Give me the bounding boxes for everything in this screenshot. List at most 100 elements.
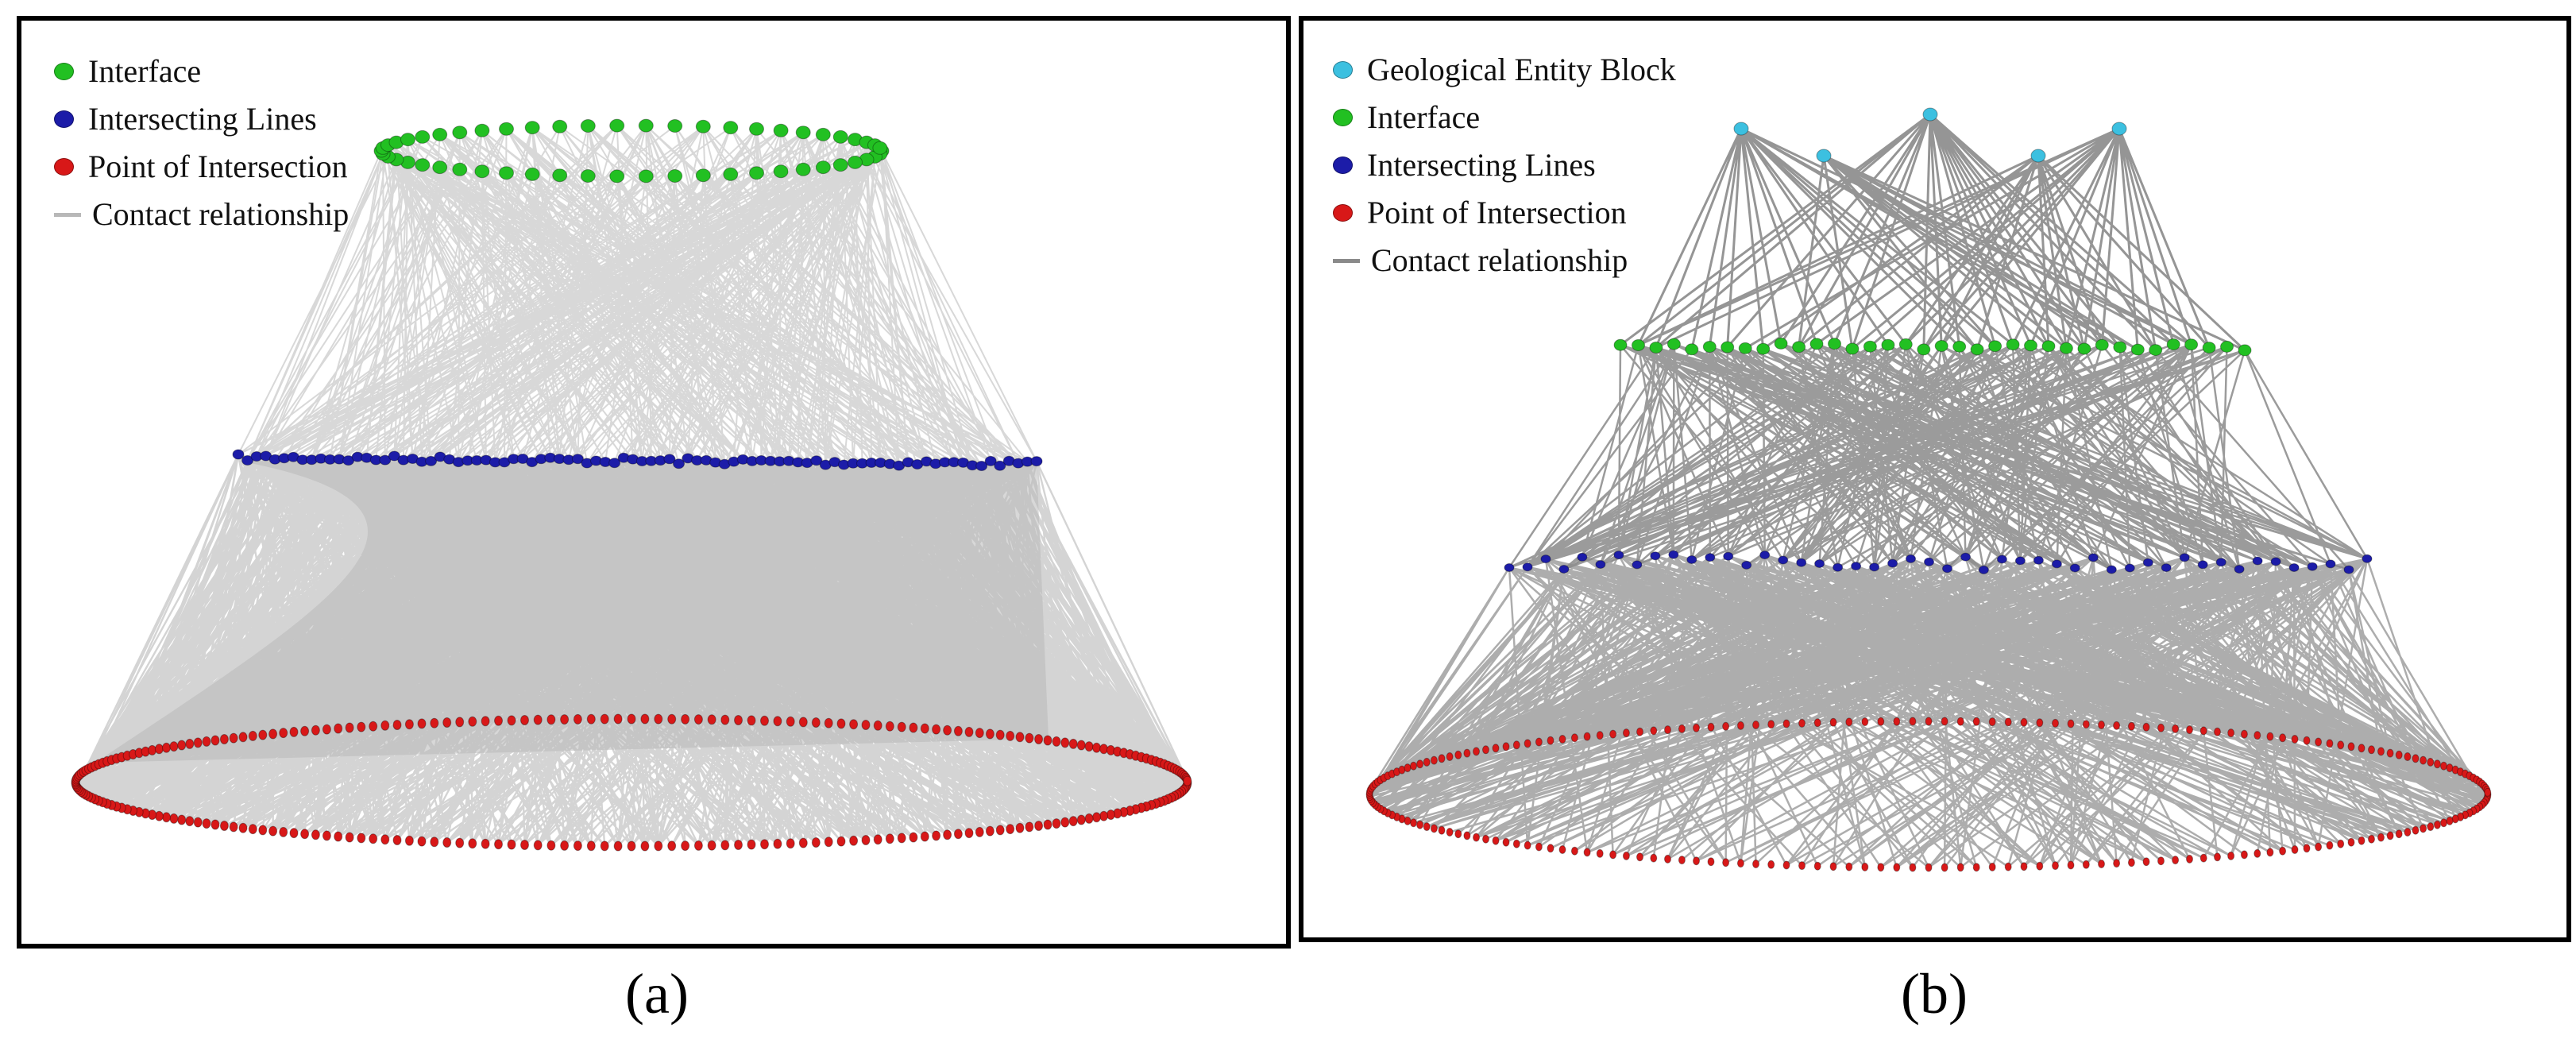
edge-density-fill [95, 461, 1049, 763]
intersecting-line-node [1632, 560, 1643, 570]
intersecting-line-node [2307, 562, 2318, 571]
intersecting-line-node [2142, 558, 2153, 567]
point-of-intersection-node [1583, 732, 1591, 741]
interface-node [452, 126, 468, 140]
point-of-intersection-node [734, 840, 743, 850]
point-of-intersection-node [1767, 720, 1775, 729]
interface-node [1970, 343, 1984, 356]
point-of-intersection-node [640, 840, 650, 852]
point-of-intersection-node [202, 818, 211, 829]
point-of-intersection-node [1034, 734, 1044, 744]
point-of-intersection-node [2386, 748, 2394, 758]
point-of-intersection-node [667, 713, 677, 724]
point-of-intersection-node [2052, 718, 2059, 728]
interface-node [773, 164, 789, 179]
intersecting-line-node [2161, 563, 2172, 573]
point-of-intersection-node [932, 724, 941, 735]
point-of-intersection-node [468, 716, 477, 727]
point-of-intersection-node [897, 721, 906, 732]
point-of-intersection-node [1025, 732, 1034, 744]
point-of-intersection-node [392, 720, 402, 730]
point-of-intersection-node [546, 714, 556, 725]
point-of-intersection-node [380, 834, 390, 845]
point-of-intersection-node [1570, 733, 1578, 743]
intersecting-line-node [1978, 565, 1989, 574]
interface-node [1898, 338, 1913, 350]
point-of-intersection-node [494, 839, 503, 850]
point-of-intersection-node [1925, 863, 1933, 872]
point-of-intersection-node [1596, 848, 1604, 858]
legend-item-point-of-intersection: Point of Intersection [54, 143, 349, 191]
point-of-intersection-node [1547, 844, 1554, 853]
point-of-intersection-node [586, 840, 596, 852]
point-of-intersection-node [773, 716, 782, 727]
intersecting-line-node [2325, 559, 2336, 569]
interface-node [1613, 338, 1628, 351]
point-of-intersection-node [995, 729, 1005, 740]
point-of-intersection-node [897, 833, 906, 844]
point-of-intersection-node [1941, 863, 1948, 872]
point-of-intersection-node [311, 829, 320, 840]
intersecting-line-node [388, 450, 400, 462]
intersecting-line-node [994, 460, 1006, 471]
intersecting-line-node [2069, 563, 2080, 573]
point-of-intersection-node [334, 831, 343, 842]
point-of-intersection-node [520, 715, 529, 725]
point-of-intersection-node [2020, 862, 2028, 871]
point-of-intersection-node [1678, 724, 1686, 733]
point-of-intersection-node [1664, 854, 1671, 864]
interface-node [815, 127, 831, 141]
interface-node [795, 162, 811, 176]
intersecting-line-node [1650, 551, 1661, 561]
point-of-intersection-node [1782, 719, 1790, 728]
intersecting-line-node [2288, 563, 2300, 572]
point-of-intersection-node [2291, 845, 2299, 854]
point-of-intersection-node [238, 822, 248, 833]
point-of-intersection-node [613, 713, 623, 724]
legend-label: Point of Intersection [1367, 195, 1627, 230]
point-of-intersection-node [2412, 825, 2420, 835]
point-of-intersection-node [2240, 729, 2248, 739]
point-of-intersection-node [279, 826, 288, 837]
intersecting-line-node [975, 461, 988, 471]
point-of-intersection-node [2082, 860, 2090, 869]
point-of-intersection-node [1736, 859, 1744, 868]
point-of-intersection-node [1430, 824, 1438, 833]
point-of-intersection-node [494, 715, 503, 726]
point-of-intersection-node [975, 728, 984, 739]
intersecting-line-node [1558, 565, 1570, 574]
point-of-intersection-node [1650, 726, 1658, 736]
point-of-intersection-node [2291, 735, 2299, 744]
point-of-intersection-node [2368, 745, 2375, 755]
interface-node [638, 169, 654, 184]
point-of-intersection-node [1492, 836, 1500, 845]
point-of-intersection-node [613, 840, 623, 852]
point-of-intersection-node [2395, 829, 2403, 839]
point-of-intersection-node [773, 838, 782, 849]
point-of-intersection-node [885, 721, 894, 732]
point-of-intersection-node [1813, 718, 1821, 728]
interface-node [749, 122, 764, 136]
point-of-intersection-node [1782, 860, 1790, 870]
interface-node [432, 127, 448, 141]
interface-node [1756, 342, 1771, 355]
point-of-intersection-node [2386, 831, 2394, 840]
point-of-intersection-node [417, 718, 427, 729]
point-of-intersection-node [953, 725, 963, 736]
point-of-intersection-node [334, 723, 343, 734]
interface-node [609, 169, 625, 184]
point-of-intersection-node [248, 730, 257, 741]
interface-node [1649, 342, 1663, 354]
point-of-intersection-node [873, 720, 882, 731]
intersecting-line-node [2033, 555, 2044, 565]
legend-item-intersecting-lines: Intersecting Lines [54, 95, 349, 143]
point-of-intersection-node [1015, 822, 1025, 833]
point-of-intersection-node [1622, 851, 1630, 860]
point-of-intersection-node [654, 840, 663, 852]
intersecting-line-node [2343, 565, 2354, 574]
point-of-intersection-node [2240, 850, 2248, 860]
point-of-intersection-node [1052, 736, 1061, 747]
point-of-intersection-node [1636, 852, 1643, 862]
point-of-intersection-node [1006, 730, 1015, 741]
interface-node [1721, 341, 1735, 354]
